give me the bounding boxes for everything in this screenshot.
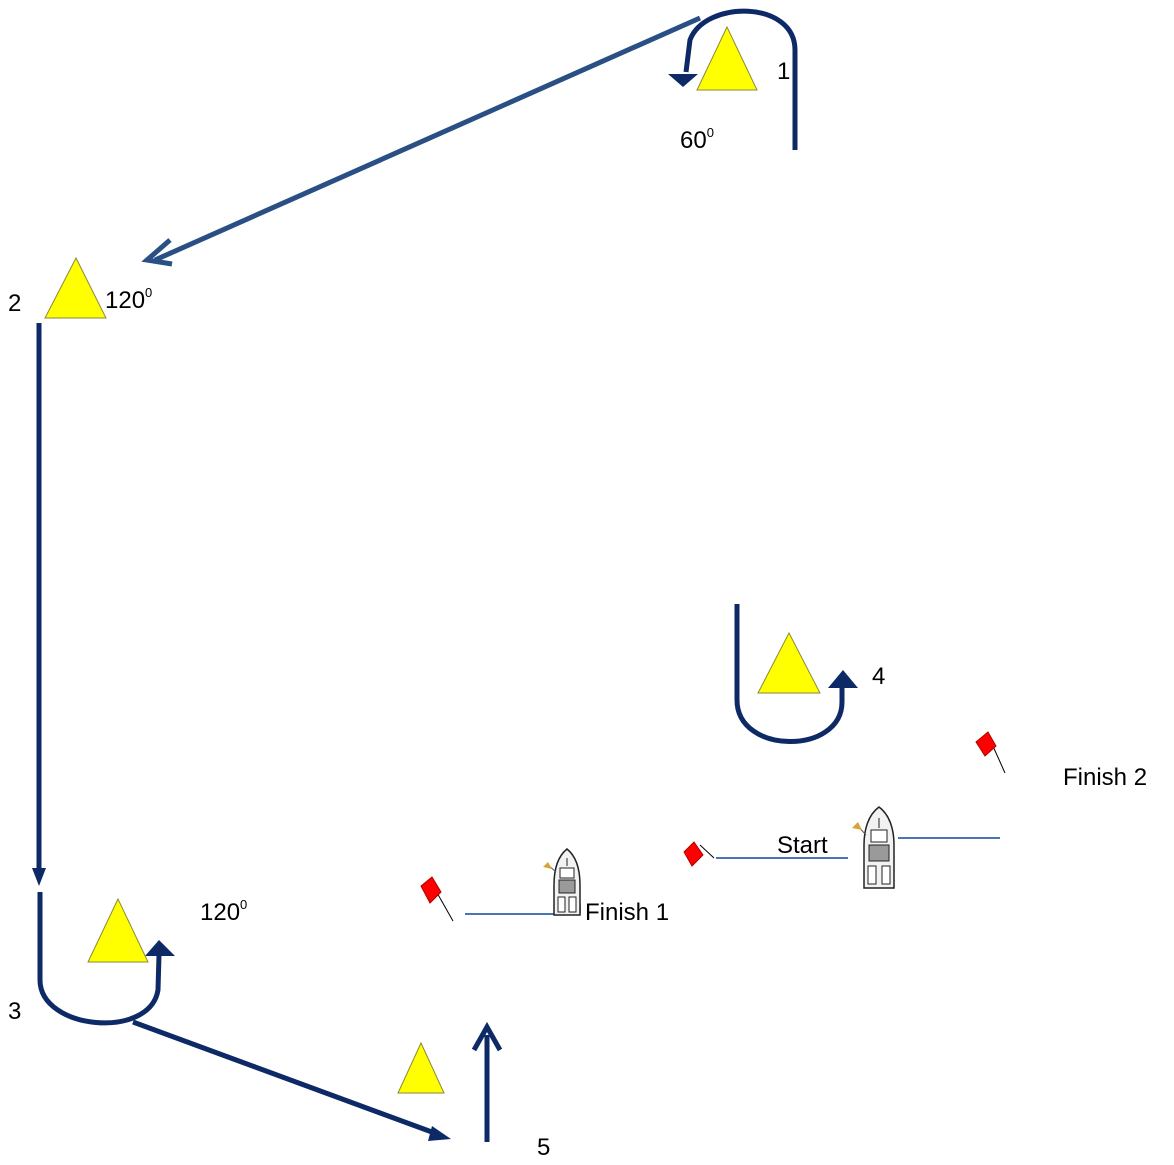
leg-3-to-5-arrowhead xyxy=(428,1126,451,1141)
mark1-angle-unit: 0 xyxy=(706,125,714,140)
mark4-rounding-arrowhead xyxy=(828,670,858,688)
mark3-rounding-path xyxy=(37,892,162,1026)
finish1-flag xyxy=(420,876,454,922)
mark1-rounding-path xyxy=(683,8,798,150)
mark4-buoy xyxy=(757,631,821,694)
finish1-committee-boat-icon xyxy=(543,848,581,916)
mark1-angle-value: 60 xyxy=(680,127,707,154)
finish1-label: Finish 1 xyxy=(585,899,670,926)
mark3-angle-value: 120 xyxy=(200,899,241,926)
leg-5-arrowhead xyxy=(471,1021,503,1052)
mark1-number: 1 xyxy=(777,58,791,85)
start-committee-boat-icon xyxy=(852,806,895,889)
start-label: Start xyxy=(777,832,828,859)
start-flag xyxy=(683,841,715,867)
mark1-buoy xyxy=(696,25,758,91)
mark2-number: 2 xyxy=(8,290,22,317)
mark3-buoy xyxy=(87,897,149,963)
leg-1-to-2-arrowhead xyxy=(141,238,173,267)
mark4-rounding-path xyxy=(734,604,845,744)
mark3-angle-unit: 0 xyxy=(240,897,248,912)
finish2-flag xyxy=(975,731,1006,774)
mark2-angle-unit: 0 xyxy=(145,285,153,300)
mark5-number: 5 xyxy=(537,1134,551,1161)
mark3-angle-label: 1200 xyxy=(200,897,248,926)
mark2-angle-label: 1200 xyxy=(105,285,153,314)
finish2-label: Finish 2 xyxy=(1063,764,1148,791)
leg-1-to-2 xyxy=(153,15,702,263)
mark2-buoy xyxy=(44,256,107,319)
mark1-rounding-arrowhead xyxy=(668,74,698,87)
leg-3-to-5 xyxy=(132,1019,441,1138)
mark1-angle-label: 600 xyxy=(680,125,714,154)
leg-2-to-3-arrowhead xyxy=(32,868,46,886)
mark4-number: 4 xyxy=(872,663,886,690)
mark3-rounding-arrowhead xyxy=(145,940,175,956)
mark3-number: 3 xyxy=(8,998,22,1025)
mark5-buoy xyxy=(397,1041,445,1094)
mark2-angle-value: 120 xyxy=(105,287,146,314)
